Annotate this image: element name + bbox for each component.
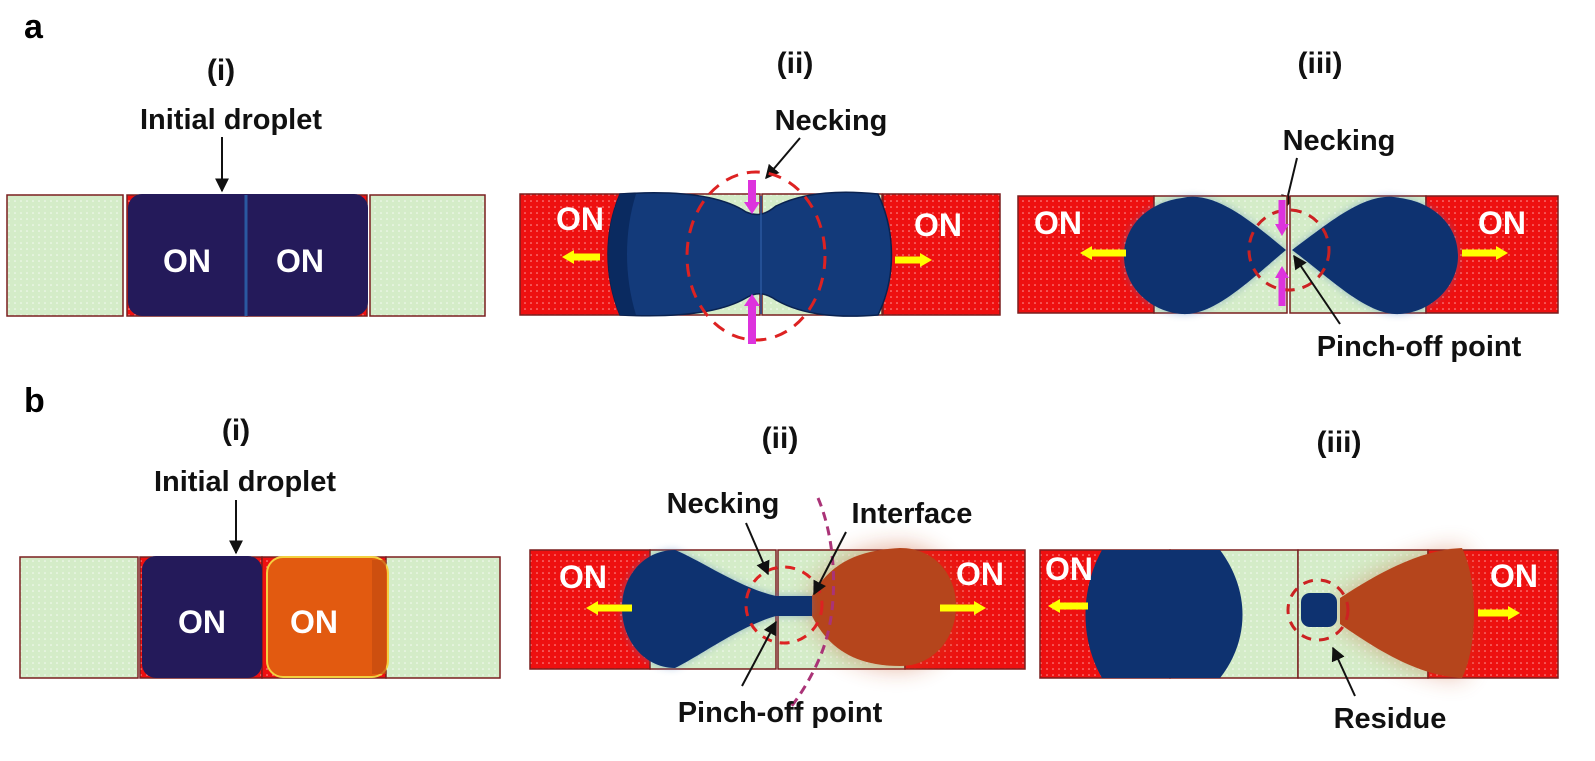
on-label: ON [559, 559, 607, 595]
initial-droplet-label: Initial droplet [140, 104, 322, 136]
pointer-arrow [741, 620, 777, 687]
on-label: ON [914, 207, 962, 243]
initial-droplet-label: Initial droplet [154, 466, 336, 498]
droplet-left [1124, 196, 1286, 315]
yellow-arrow-head [1048, 599, 1060, 613]
on-label: ON [163, 243, 211, 279]
panel-label-b: b [24, 382, 45, 420]
necking-label: Necking [667, 488, 780, 520]
yellow-arrow-head [974, 601, 986, 615]
droplet-blue [142, 556, 262, 678]
electrode-off [19, 556, 139, 679]
residue-highlight-circle [1286, 578, 1350, 642]
pointer-arrow [813, 531, 847, 596]
on-label: ON [956, 556, 1004, 592]
electrode-off [6, 194, 124, 317]
panel-b-ii: (ii) ON ON Necking Interface Pinch-off p… [529, 422, 1026, 729]
interface-curve [788, 497, 836, 709]
necking-highlight-circle [1247, 208, 1331, 292]
on-label: ON [290, 604, 338, 640]
necking-label: Necking [775, 105, 888, 137]
subpanel-label: (ii) [762, 422, 799, 455]
droplet-right [1292, 196, 1458, 315]
yellow-arrow-head [1080, 246, 1092, 260]
subpanel-label: (ii) [777, 47, 814, 80]
droplet-blue [622, 550, 812, 668]
yellow-arrow-head [1508, 606, 1520, 620]
pointer-arrow [1293, 254, 1341, 325]
droplet [128, 194, 368, 316]
droplet-orange [1340, 548, 1474, 678]
droplet-orange [812, 548, 956, 666]
electrode-off [369, 194, 486, 317]
on-label: ON [1045, 551, 1093, 587]
droplet-orange [266, 556, 389, 678]
magenta-arrow-head [1275, 266, 1289, 278]
residue-label: Residue [1334, 703, 1447, 735]
on-label: ON [276, 243, 324, 279]
pointer-arrow [765, 137, 801, 180]
panel-b-i: (i) Initial droplet ON ON [19, 414, 501, 679]
yellow-arrow-head [920, 253, 932, 267]
pointer-arrow [1331, 646, 1356, 697]
subpanel-label: (iii) [1298, 47, 1343, 80]
yellow-arrow-head [1496, 246, 1508, 260]
subpanel-label: (i) [207, 54, 235, 87]
on-label: ON [1034, 205, 1082, 241]
magenta-arrow-head [1275, 224, 1289, 236]
electrode-on [882, 193, 1001, 316]
pinch-off-label: Pinch-off point [1317, 331, 1522, 363]
on-label: ON [1490, 558, 1538, 594]
panel-b-iii: (iii) ON ON Residue [1039, 426, 1559, 735]
panel-label-a: a [24, 8, 44, 46]
residue-droplet [1301, 593, 1337, 627]
on-label: ON [556, 201, 604, 237]
necking-label: Necking [1283, 125, 1396, 157]
droplet-blue [1085, 550, 1243, 678]
droplet-orange-shade [372, 560, 386, 674]
magenta-arrow-head [744, 294, 760, 306]
panel-a-i: (i) Initial droplet ON ON [6, 54, 486, 317]
pointer-arrow [745, 522, 770, 576]
droplet-edge [608, 194, 636, 315]
on-label: ON [178, 604, 226, 640]
on-label: ON [1478, 205, 1526, 241]
pinch-off-label: Pinch-off point [678, 697, 883, 729]
magenta-arrow-head [744, 202, 760, 214]
yellow-arrow-head [562, 250, 574, 264]
panel-a-ii: (ii) Necking ON ON [519, 47, 1001, 344]
electrode-off [385, 556, 501, 679]
panel-a-iii: (iii) Necking ON ON Pinch-off point [1017, 47, 1559, 363]
yellow-arrow-head [586, 601, 598, 615]
interface-label: Interface [852, 498, 973, 530]
subpanel-label: (iii) [1317, 426, 1362, 459]
necking-highlight-circle [744, 565, 824, 645]
subpanel-label: (i) [222, 414, 250, 447]
